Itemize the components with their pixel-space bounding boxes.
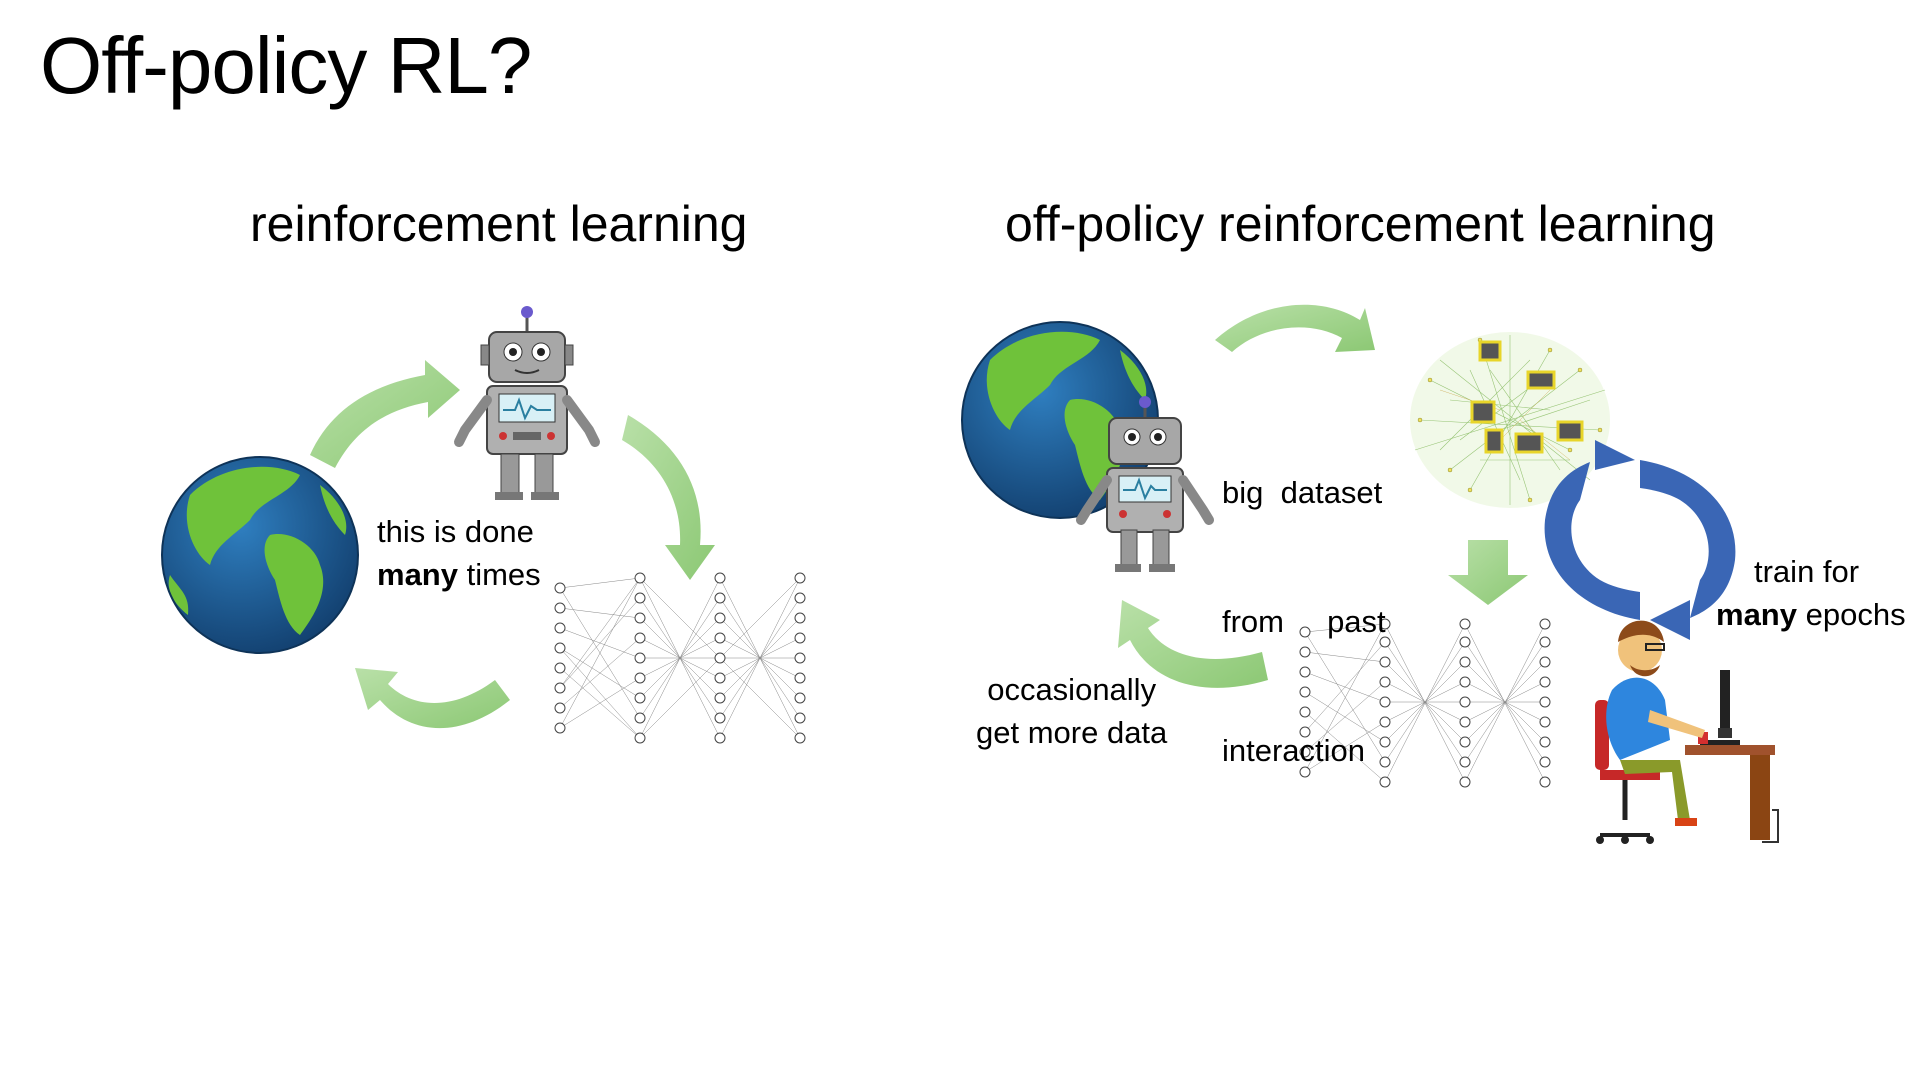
globe-icon	[161, 456, 359, 654]
left-caption-line2: many times	[377, 553, 541, 596]
arrow-back-to-world-icon	[1118, 600, 1268, 688]
occasional-caption-line2: get more data	[976, 715, 1168, 750]
occasional-caption: occasionally get more data	[976, 668, 1167, 754]
person-at-computer-icon	[1595, 620, 1779, 844]
dataset-caption: big dataset from past interaction	[1222, 385, 1386, 815]
cycle-arrow-back-icon	[355, 668, 510, 729]
cycle-arrow-up-icon	[310, 360, 460, 468]
train-caption: train for many epochs	[1716, 550, 1906, 636]
cycle-arrow-down-icon	[622, 415, 715, 580]
occasional-caption-line1: occasionally	[987, 672, 1157, 707]
heading-reinforcement-learning: reinforcement learning	[250, 196, 748, 252]
dataset-graph-icon	[1410, 332, 1610, 508]
robot-icon	[454, 306, 600, 500]
dataset-caption-line3: interaction	[1222, 733, 1366, 768]
train-caption-line1: train for	[1754, 554, 1860, 589]
left-caption-line1: this is done	[377, 514, 534, 549]
arrow-down-to-network-icon	[1448, 540, 1528, 605]
dataset-caption-line1: big dataset	[1222, 475, 1383, 510]
left-caption-rest: times	[466, 557, 541, 592]
train-caption-rest: epochs	[1805, 597, 1906, 632]
train-caption-line2: many epochs	[1716, 593, 1906, 636]
neural-network-icon	[554, 572, 806, 744]
arrow-to-dataset-icon	[1215, 304, 1375, 352]
neural-network-icon	[1299, 618, 1551, 788]
heading-off-policy-reinforcement-learning: off-policy reinforcement learning	[1005, 196, 1716, 252]
train-caption-bold: many	[1716, 597, 1797, 632]
dataset-caption-line2: from past	[1222, 604, 1386, 639]
left-caption: this is done many times	[377, 510, 541, 596]
cycle-arrows-icon	[1544, 440, 1736, 640]
robot-icon	[1076, 396, 1214, 572]
left-caption-bold: many	[377, 557, 458, 592]
slide-title: Off-policy RL?	[40, 21, 532, 110]
